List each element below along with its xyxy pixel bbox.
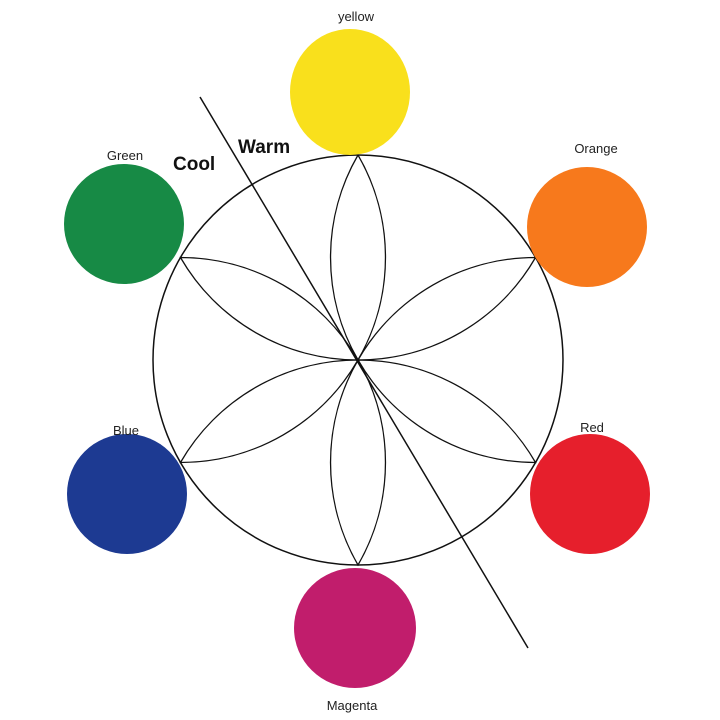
petal-pattern: [179, 153, 537, 567]
swatch-red: [530, 434, 650, 554]
swatch-magenta: [294, 568, 416, 688]
label-magenta: Magenta: [327, 698, 378, 713]
swatch-yellow: [290, 29, 410, 155]
petal-arc: [329, 153, 387, 362]
petal-arc: [179, 256, 360, 361]
petal-arc: [179, 359, 360, 464]
petal-arc: [329, 358, 387, 567]
cool-label: Cool: [173, 154, 215, 175]
label-yellow: yellow: [338, 9, 375, 24]
label-blue: Blue: [113, 423, 139, 438]
petal-arc: [356, 359, 537, 464]
warm-label: Warm: [238, 137, 290, 158]
swatch-blue: [67, 434, 187, 554]
label-green: Green: [107, 148, 143, 163]
swatch-green: [64, 164, 184, 284]
swatch-orange: [527, 167, 647, 287]
label-red: Red: [580, 420, 604, 435]
warm-cool-divider-line: [199, 96, 529, 649]
label-orange: Orange: [574, 141, 617, 156]
